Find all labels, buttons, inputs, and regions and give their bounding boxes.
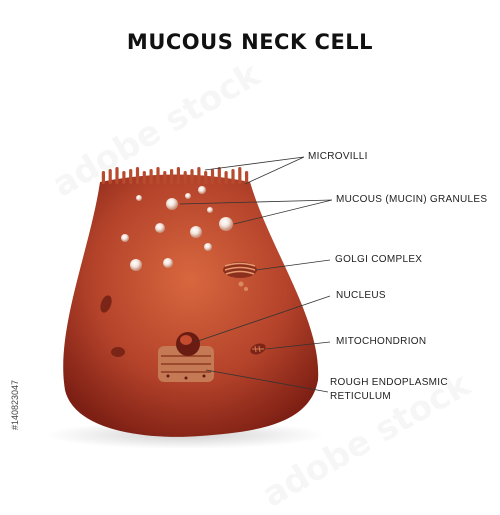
leader-rer bbox=[205, 369, 329, 393]
leader-nucleus bbox=[194, 295, 331, 343]
stock-id: #140823047 bbox=[10, 379, 20, 431]
leader-golgi bbox=[255, 259, 331, 271]
golgi-complex bbox=[223, 262, 257, 291]
mucous-granules bbox=[121, 186, 233, 271]
label-mitochondrion: MITOCHONDRION bbox=[336, 336, 427, 347]
leader-microvilli bbox=[204, 156, 305, 185]
label-rough-er: ROUGH ENDOPLASMIC RETICULUM bbox=[330, 377, 448, 402]
label-nucleus: NUCLEUS bbox=[336, 290, 386, 301]
nucleus bbox=[176, 332, 200, 356]
label-microvilli: MICROVILLI bbox=[308, 151, 368, 162]
mitochondrion-left bbox=[100, 295, 125, 357]
diagram-title: MUCOUS NECK CELL bbox=[126, 30, 374, 54]
label-mucous-granules: MUCOUS (MUCIN) GRANULES bbox=[336, 194, 488, 205]
mitochondrion bbox=[250, 343, 266, 355]
rough-endoplasmic-reticulum bbox=[158, 346, 214, 382]
leader-mitochondrion bbox=[265, 341, 331, 350]
label-golgi-complex: GOLGI COMPLEX bbox=[335, 254, 423, 265]
cell-diagram bbox=[45, 156, 333, 449]
leader-mucous-granules bbox=[179, 199, 333, 225]
microvilli bbox=[101, 167, 249, 184]
